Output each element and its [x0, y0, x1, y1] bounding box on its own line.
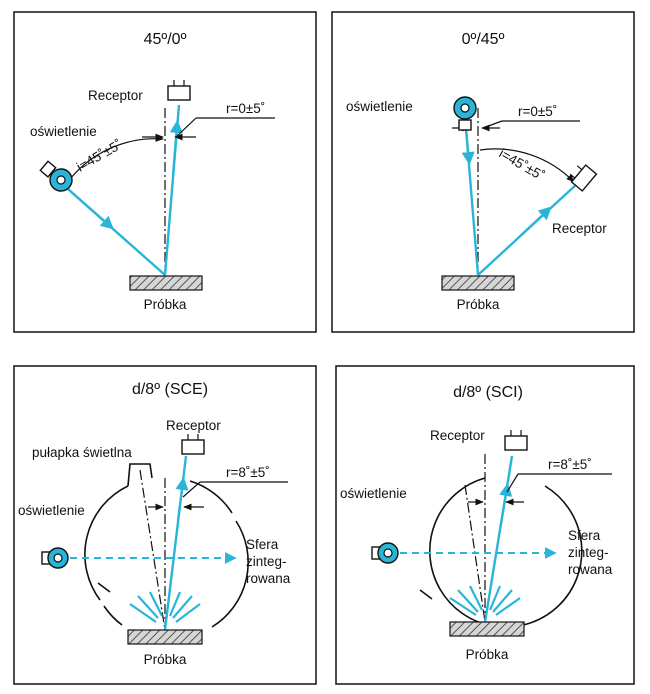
- sample-hatch: [129, 275, 203, 291]
- illumination-label: oświetlenie: [18, 503, 85, 518]
- panel-title: 0º/45º: [462, 31, 505, 48]
- light-trap: [127, 463, 153, 487]
- panel-45-0: 45º/0º Receptor r=0±5˚ oświetlenie i=45˚…: [13, 11, 317, 333]
- light-source-icon: [39, 160, 73, 192]
- panel-title: 45º/0º: [144, 31, 187, 48]
- r-leader: [482, 120, 503, 129]
- diffuse-rays: [129, 591, 201, 623]
- sample-label: Próbka: [457, 297, 500, 312]
- panel-title: d/8º (SCE): [132, 381, 208, 398]
- panel-0-45: 0º/45º oświetlenie r=0±5˚ i=45˚±5˚ Recep…: [331, 11, 635, 333]
- light-source-icon: [371, 542, 399, 564]
- sample-label: Próbka: [466, 647, 509, 662]
- sphere-arc-lower-left: [103, 605, 123, 626]
- trap-axis: [139, 469, 166, 631]
- angle-r-label: r=8˚±5˚: [548, 457, 592, 472]
- trap-axis: [464, 484, 486, 623]
- panel-d8-sci: d/8º (SCI) Recep: [335, 365, 635, 685]
- illumination-label: oświetlenie: [340, 486, 407, 501]
- light-source-icon: [41, 547, 69, 569]
- light-trap-label: pułapka świetlna: [32, 445, 132, 460]
- receptor-icon: [181, 434, 205, 455]
- receptor-icon: [569, 164, 598, 192]
- angle-r-label: r=8˚±5˚: [226, 465, 270, 480]
- reflected-arrow: [169, 119, 183, 176]
- panel-d8-sce: d/8º (SCE): [13, 365, 317, 685]
- r-leader: [182, 481, 201, 498]
- sample-label: Próbka: [144, 297, 187, 312]
- sphere-label-3: rowana: [568, 562, 613, 577]
- sphere-label-2: zinteg-: [568, 545, 609, 560]
- angle-r-label: r=0±5˚: [518, 104, 557, 119]
- angle-i-arc: [479, 148, 575, 183]
- panel-title: d/8º (SCI): [453, 384, 523, 401]
- angle-i-arc: [66, 135, 164, 184]
- receptor-label: Receptor: [552, 221, 607, 236]
- sample-hatch: [127, 629, 203, 645]
- r-leader: [506, 473, 519, 493]
- sphere-arc-right: [211, 520, 249, 628]
- light-source-icon: [453, 96, 477, 131]
- sample-hatch: [449, 621, 525, 637]
- reflected-arrow: [175, 476, 189, 521]
- illumination-label: oświetlenie: [30, 124, 97, 139]
- receptor-label: Receptor: [430, 428, 485, 443]
- baffle: [419, 589, 433, 600]
- receptor-label: Receptor: [166, 418, 221, 433]
- receptor-icon: [167, 80, 191, 101]
- sphere-label-1: Sfera: [246, 537, 279, 552]
- r-leader: [175, 117, 197, 138]
- sphere-arc-upper-right: [189, 480, 233, 514]
- beam-arrow: [461, 129, 475, 166]
- angle-r-label: r=0±5˚: [226, 101, 265, 116]
- reflected-arrow: [519, 206, 552, 237]
- sphere-label-1: Sfera: [568, 528, 601, 543]
- sphere-label-3: rowana: [246, 571, 291, 586]
- sphere-label-2: zinteg-: [246, 554, 287, 569]
- beam-arrow: [59, 181, 114, 230]
- baffle: [97, 582, 111, 593]
- reflected-arrow: [498, 482, 513, 531]
- sphere-arc-left: [84, 485, 129, 601]
- illumination-label: oświetlenie: [346, 99, 413, 114]
- sample-hatch: [441, 275, 515, 291]
- sample-label: Próbka: [144, 652, 187, 667]
- receptor-label: Receptor: [88, 88, 143, 103]
- receptor-icon: [504, 430, 528, 451]
- diffuse-rays: [449, 585, 521, 616]
